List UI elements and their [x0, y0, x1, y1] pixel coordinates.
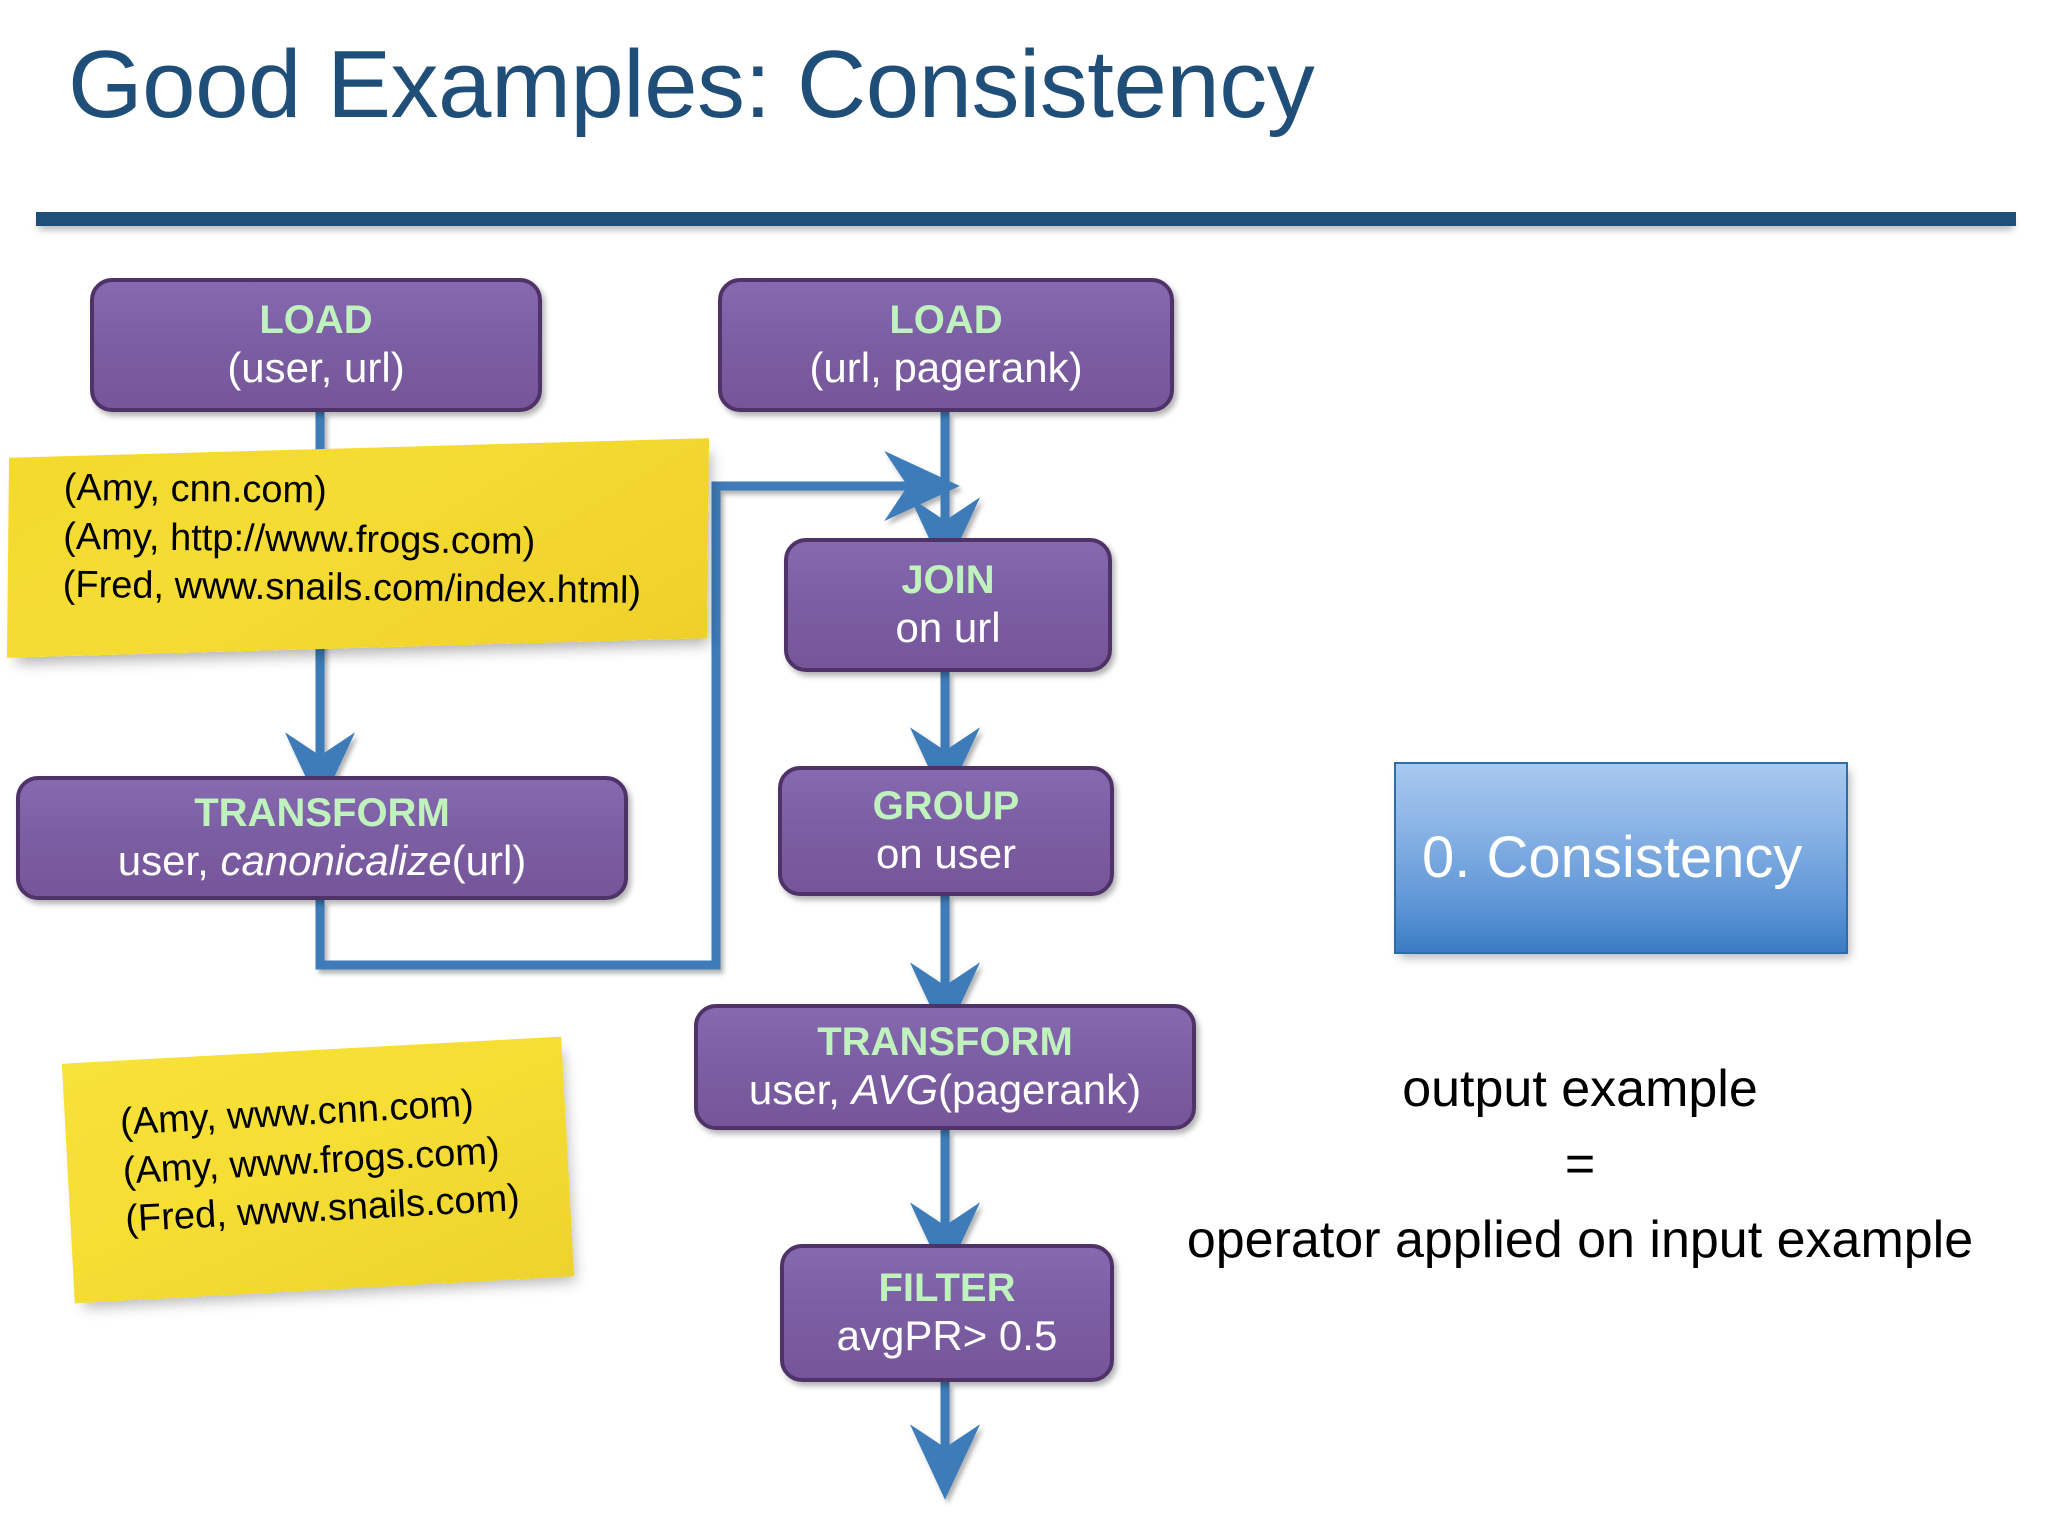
op-subtitle-function: canonicalize — [220, 836, 452, 884]
sticky-note-input-example: (Amy, cnn.com) (Amy, http://www.frogs.co… — [6, 438, 710, 658]
op-title: GROUP — [872, 783, 1020, 828]
op-subtitle: user, AVG(pagerank) — [749, 1065, 1141, 1115]
op-title: TRANSFORM — [194, 790, 450, 835]
op-box-filter-avgpr[interactable]: FILTER avgPR> 0.5 — [780, 1244, 1114, 1382]
op-box-transform-avg[interactable]: TRANSFORM user, AVG(pagerank) — [694, 1004, 1196, 1130]
op-subtitle: on url — [895, 603, 1001, 651]
op-subtitle: (user, url) — [227, 343, 405, 391]
op-subtitle-prefix: user, — [117, 836, 221, 884]
legend-line-output: output example — [1402, 1060, 1758, 1118]
op-subtitle-suffix: (pagerank) — [938, 1065, 1142, 1113]
op-subtitle: user, canonicalize(url) — [118, 836, 527, 886]
op-subtitle: on user — [875, 829, 1017, 877]
op-title: LOAD — [259, 297, 373, 342]
page-title: Good Examples: Consistency — [68, 31, 1315, 138]
op-subtitle-suffix: (url) — [451, 836, 527, 884]
op-box-transform-canonicalize[interactable]: TRANSFORM user, canonicalize(url) — [16, 776, 628, 900]
sticky-note-output-example: (Amy, www.cnn.com) (Amy, www.frogs.com) … — [61, 1036, 575, 1304]
op-title: LOAD — [889, 297, 1003, 342]
op-box-load-url-pagerank[interactable]: LOAD (url, pagerank) — [718, 278, 1174, 412]
legend-line-equals: = — [1564, 1135, 1596, 1194]
sticky-line: (Amy, cnn.com) — [63, 466, 328, 512]
op-subtitle: (url, pagerank) — [809, 343, 1083, 391]
op-subtitle-prefix: user, — [748, 1065, 852, 1113]
sticky-line: (Fred, www.snails.com/index.html) — [62, 564, 642, 613]
op-subtitle: avgPR> 0.5 — [836, 1311, 1058, 1359]
op-box-join-on-url[interactable]: JOIN on url — [784, 538, 1112, 672]
callout-label: 0. Consistency — [1422, 825, 1803, 890]
op-title: TRANSFORM — [817, 1019, 1073, 1064]
legend-explanation: output example = operator applied on inp… — [1110, 1052, 2048, 1278]
title-divider — [36, 212, 2016, 226]
op-subtitle-function: AVG — [851, 1065, 938, 1113]
op-box-load-user-url[interactable]: LOAD (user, url) — [90, 278, 542, 412]
callout-consistency[interactable]: 0. Consistency — [1394, 762, 1848, 954]
op-box-group-on-user[interactable]: GROUP on user — [778, 766, 1114, 896]
sticky-line: (Amy, http://www.frogs.com) — [63, 515, 536, 563]
legend-line-operator: operator applied on input example — [1186, 1210, 1974, 1269]
op-title: FILTER — [878, 1265, 1016, 1310]
op-title: JOIN — [901, 557, 995, 602]
